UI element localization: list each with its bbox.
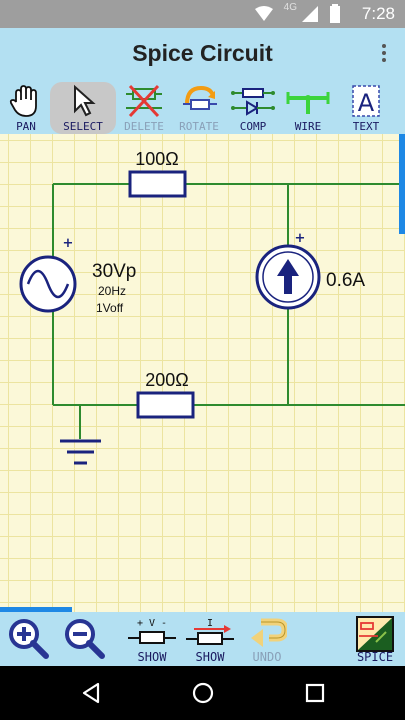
resistor-100ohm[interactable] bbox=[128, 170, 187, 198]
back-icon[interactable] bbox=[80, 681, 102, 705]
voltage-probe-icon: + V - bbox=[128, 618, 176, 644]
components-icon bbox=[231, 88, 275, 116]
vertical-scrollbar[interactable] bbox=[399, 134, 405, 234]
undo-button[interactable]: UNDO bbox=[240, 612, 294, 666]
current-source-label: 0.6A bbox=[326, 270, 365, 291]
svg-text:+ V -: + V - bbox=[137, 618, 167, 629]
app-title: Spice Circuit bbox=[132, 40, 273, 66]
tool-wire[interactable]: WIRE bbox=[282, 82, 334, 134]
voltage-source-plus: + bbox=[63, 236, 74, 251]
delete-component-icon bbox=[126, 84, 162, 118]
current-source[interactable] bbox=[255, 244, 321, 310]
overflow-menu-icon[interactable] bbox=[381, 44, 387, 66]
show-voltage-button[interactable]: + V - SHOW bbox=[124, 612, 180, 666]
voltage-amplitude-label: 30Vp bbox=[92, 261, 136, 282]
svg-text:I: I bbox=[207, 618, 213, 629]
voltage-offset-label: 1Voff bbox=[96, 301, 124, 315]
home-icon[interactable] bbox=[191, 681, 215, 705]
network-type: 4G bbox=[283, 2, 297, 13]
ground-symbol[interactable] bbox=[60, 439, 101, 465]
cursor-arrow-icon bbox=[74, 84, 96, 117]
zoom-out-icon bbox=[65, 619, 105, 659]
resistor-200ohm[interactable] bbox=[136, 391, 195, 419]
circuit-diagram: 100Ω 200Ω + 30Vp 20Hz 1Voff + 0.6A bbox=[19, 149, 405, 465]
tool-delete[interactable]: DELETE bbox=[116, 82, 172, 134]
show-current-button[interactable]: I SHOW bbox=[182, 612, 238, 666]
svg-text:A: A bbox=[358, 89, 375, 117]
tool-select[interactable]: SELECT bbox=[50, 82, 116, 134]
voltage-frequency-label: 20Hz bbox=[98, 284, 126, 298]
wire-icon bbox=[286, 92, 330, 114]
rotate-icon bbox=[183, 85, 217, 110]
status-time: 7:28 bbox=[361, 4, 395, 23]
undo-icon bbox=[251, 618, 287, 647]
circuit-canvas[interactable]: 100Ω 200Ω + 30Vp 20Hz 1Voff + 0.6A bbox=[0, 134, 405, 612]
tool-pan[interactable]: PAN bbox=[2, 82, 50, 134]
system-nav-bar bbox=[0, 666, 405, 720]
horizontal-scrollbar[interactable] bbox=[0, 607, 72, 612]
status-bar: 4G 7:28 bbox=[0, 0, 405, 28]
signal-icon bbox=[302, 6, 318, 22]
spice-simulate-icon bbox=[356, 616, 394, 652]
spice-button[interactable]: SPICE bbox=[348, 612, 402, 666]
tool-rotate[interactable]: ROTATE bbox=[172, 82, 226, 134]
tool-comp[interactable]: COMP bbox=[228, 82, 278, 134]
bottom-toolbar: + V - SHOW I SHOW UNDO bbox=[0, 612, 405, 666]
current-probe-icon: I bbox=[186, 618, 234, 645]
resistor-100ohm-label: 100Ω bbox=[135, 149, 179, 169]
ac-voltage-source[interactable] bbox=[19, 254, 77, 313]
zoom-in-button[interactable] bbox=[4, 612, 52, 666]
wire-network bbox=[52, 183, 405, 439]
zoom-in-icon bbox=[9, 619, 49, 659]
recents-icon[interactable] bbox=[304, 681, 326, 705]
tool-toolbar: PAN SELECT DELETE ROTATE bbox=[0, 82, 405, 134]
app-bar: Spice Circuit bbox=[0, 28, 405, 82]
wifi-icon bbox=[255, 6, 273, 21]
zoom-out-button[interactable] bbox=[60, 612, 108, 666]
tool-text[interactable]: A TEXT bbox=[340, 82, 392, 134]
hand-icon bbox=[9, 85, 37, 117]
text-tool-icon: A bbox=[352, 85, 380, 117]
resistor-200ohm-label: 200Ω bbox=[145, 370, 189, 390]
battery-icon bbox=[330, 4, 340, 23]
current-source-plus: + bbox=[295, 231, 306, 246]
